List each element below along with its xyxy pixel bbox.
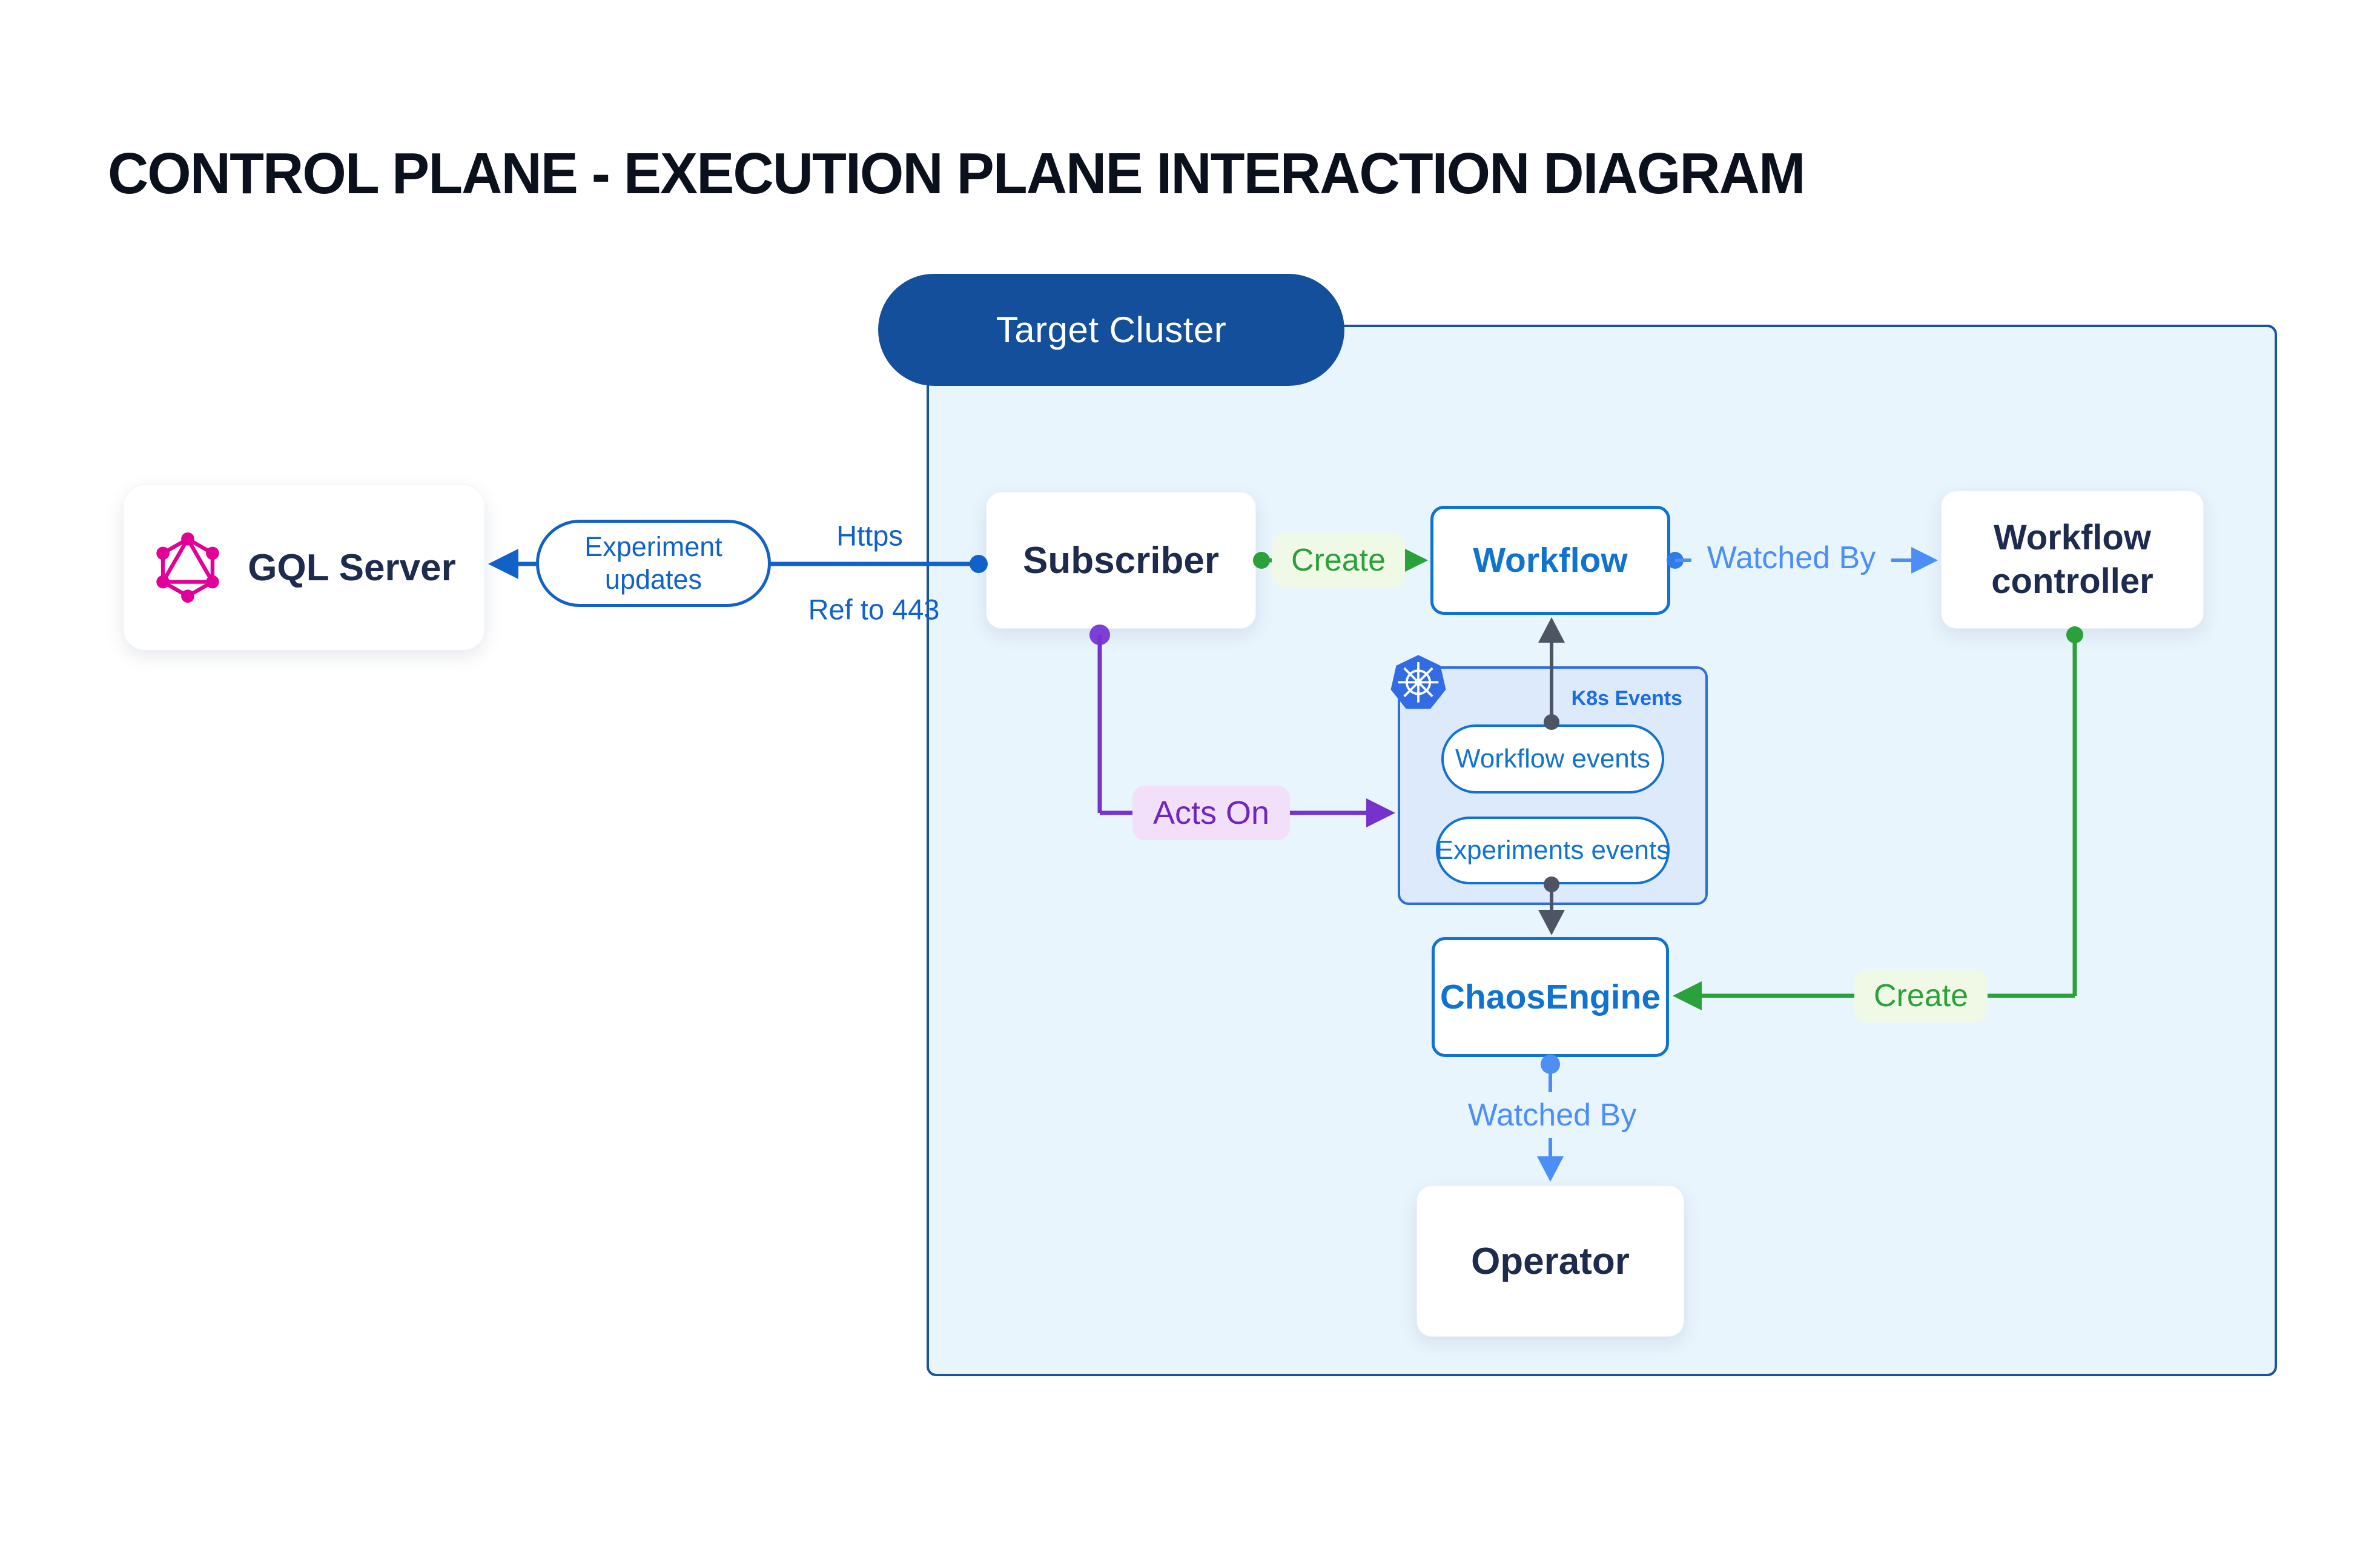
gql-server-label: GQL Server xyxy=(248,546,456,589)
workflow-label: Workflow xyxy=(1473,541,1628,580)
subscriber-label: Subscriber xyxy=(1023,539,1219,581)
experiment-updates-pill: Experiment updates xyxy=(536,520,771,607)
kubernetes-icon xyxy=(1388,653,1449,714)
k8s-events-label: K8s Events xyxy=(1571,687,1682,710)
page-title: CONTROL PLANE - EXECUTION PLANE INTERACT… xyxy=(108,141,1806,206)
watched-by-operator-label: Watched By xyxy=(1452,1092,1653,1138)
acts-on-label: Acts On xyxy=(1132,786,1291,840)
watched-by-workflow-label: Watched By xyxy=(1691,535,1892,581)
graphql-icon xyxy=(152,532,223,603)
gql-server-node: GQL Server xyxy=(123,485,485,651)
workflow-controller-label: Workflow controller xyxy=(1991,517,2154,601)
create-workflow-label: Create xyxy=(1271,534,1406,587)
target-cluster-label: Target Cluster xyxy=(996,310,1227,350)
chaosengine-node: ChaosEngine xyxy=(1432,937,1669,1057)
operator-node: Operator xyxy=(1416,1185,1684,1337)
experiments-events-label: Experiments events xyxy=(1435,835,1670,865)
target-cluster-pill: Target Cluster xyxy=(878,274,1344,386)
create-chaosengine-label: Create xyxy=(1854,969,1988,1022)
operator-label: Operator xyxy=(1471,1240,1630,1282)
ref-to-443-label: Ref to 443 xyxy=(808,593,940,626)
subscriber-node: Subscriber xyxy=(986,492,1256,629)
workflow-controller-node: Workflow controller xyxy=(1941,491,2204,629)
workflow-events-pill: Workflow events xyxy=(1441,724,1664,794)
https-label: Https xyxy=(836,519,903,552)
experiments-events-pill: Experiments events xyxy=(1436,817,1670,884)
experiment-updates-label: Experiment updates xyxy=(584,531,722,595)
chaosengine-label: ChaosEngine xyxy=(1440,978,1661,1016)
workflow-node: Workflow xyxy=(1430,506,1670,615)
workflow-events-label: Workflow events xyxy=(1455,744,1650,774)
